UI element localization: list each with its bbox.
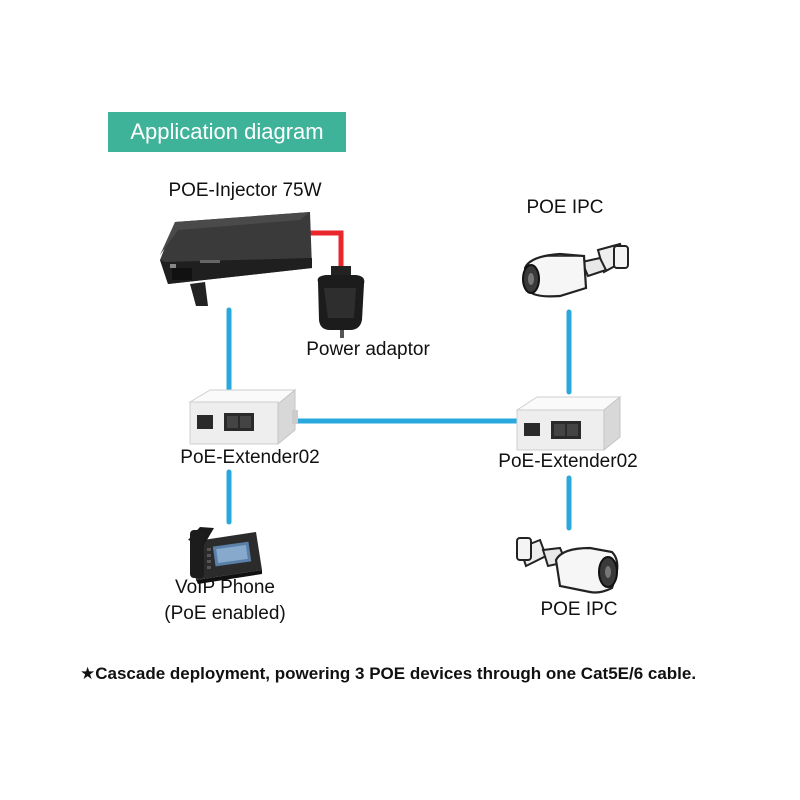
poe-injector-icon: [160, 212, 312, 306]
label-extender-right: PoE-Extender02: [498, 451, 638, 472]
label-voip-phone: VoIP Phone: [174, 577, 276, 598]
footnote-text: Cascade deployment, powering 3 POE devic…: [95, 664, 697, 683]
label-poe-injector: POE-Injector 75W: [168, 180, 322, 201]
ip-camera-icon-top: [522, 242, 629, 298]
label-extender-left: PoE-Extender02: [180, 447, 320, 468]
footnote: ★Cascade deployment, powering 3 POE devi…: [80, 664, 740, 684]
label-power-adaptor: Power adaptor: [306, 339, 430, 360]
ip-camera-icon-bottom: [516, 537, 619, 594]
voip-phone-icon: [188, 527, 262, 584]
label-camera-top: POE IPC: [526, 197, 604, 218]
label-camera-bottom: POE IPC: [540, 599, 618, 620]
poe-extender-icon-right: [515, 395, 622, 452]
power-cable: [310, 230, 344, 270]
ethernet-cables: [226, 307, 572, 531]
poe-extender-icon-left: [188, 388, 298, 446]
label-poe-enabled: (PoE enabled): [164, 603, 286, 624]
star-icon: ★: [80, 664, 96, 683]
diagram-title-banner: Application diagram: [108, 112, 346, 152]
power-adaptor-icon: [317, 266, 365, 338]
